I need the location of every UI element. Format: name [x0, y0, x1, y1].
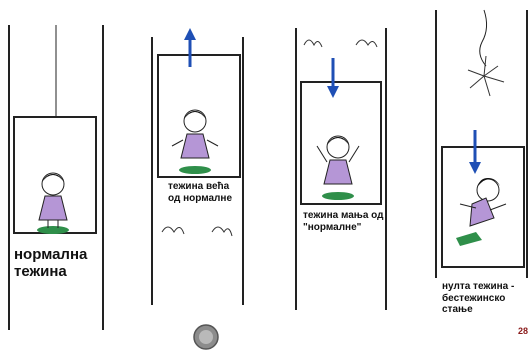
nav-button[interactable]	[194, 325, 218, 349]
girl-figure	[172, 110, 218, 174]
panel-zero-weight	[436, 10, 527, 278]
panel-normal-weight	[9, 25, 103, 330]
dust-cloud	[304, 40, 322, 47]
caption-normal-weight: нормална тежина	[14, 246, 87, 281]
dust-cloud	[212, 227, 232, 236]
girl-figure	[37, 173, 69, 234]
caption-lighter-weight: тежина мања од "нормалне"	[303, 210, 384, 233]
snap-burst	[468, 56, 504, 96]
caption-heavier-weight: тежина већа од нормалне	[168, 181, 232, 204]
panel-lighter-weight	[296, 28, 386, 310]
girl-figure	[317, 136, 359, 200]
floating-girl-figure	[456, 178, 506, 246]
page-number: 28	[518, 326, 528, 336]
caption-zero-weight: нулта тежина - бестежинско стање	[442, 281, 514, 316]
dust-cloud	[356, 40, 377, 47]
dust-cloud	[162, 227, 184, 234]
panel-heavier-weight	[152, 34, 243, 305]
